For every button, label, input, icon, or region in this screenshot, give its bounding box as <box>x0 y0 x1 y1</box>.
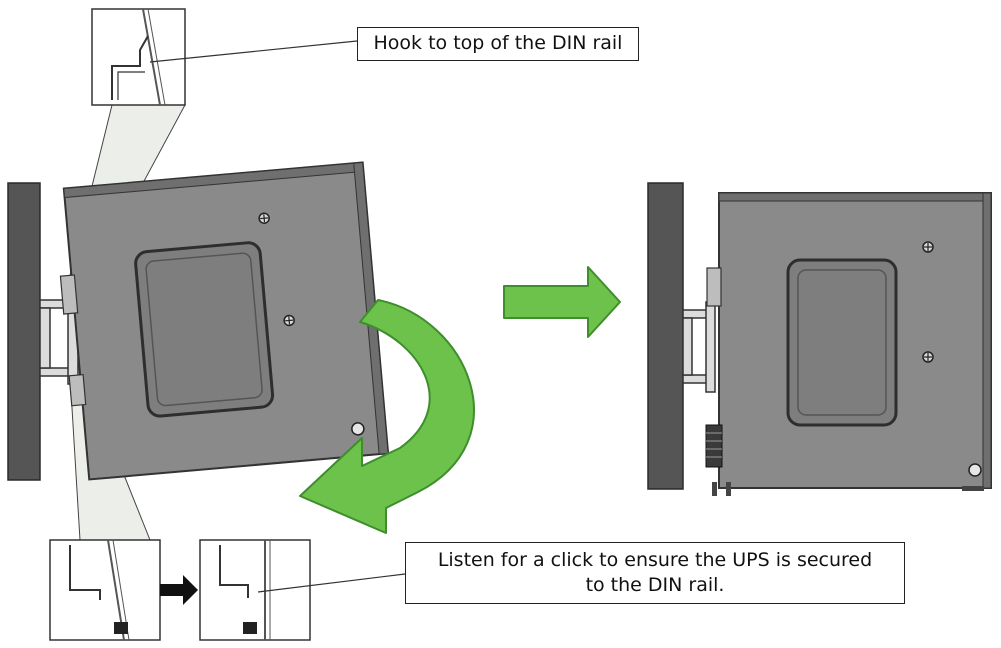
bottom-detail-inset-after <box>199 539 311 641</box>
mounted-ups-screw <box>922 241 934 253</box>
bottom-callout-text-line1: Listen for a click to ensure the UPS is … <box>437 549 873 571</box>
top-detail-inset <box>91 8 186 106</box>
right-mounting-wall <box>647 182 684 490</box>
mounted-ups-unit <box>705 192 992 496</box>
top-callout-box: Hook to top of the DIN rail <box>357 27 639 61</box>
bottom-callout-text-line2: to the DIN rail. <box>585 574 725 596</box>
tilted-ups-led <box>351 422 365 436</box>
tilted-ups-screw <box>283 314 295 327</box>
right-din-rail <box>682 301 716 393</box>
mounted-ups-window <box>786 258 898 427</box>
left-din-rail <box>39 291 79 385</box>
top-callout-leader <box>149 40 358 63</box>
mounted-ups-terminal-block <box>705 424 723 468</box>
bottom-callout-leader <box>257 573 406 593</box>
tilted-ups-screw <box>258 212 270 224</box>
black-arrow-icon <box>160 575 198 605</box>
left-mounting-wall <box>7 182 41 481</box>
bottom-callout-box: Listen for a click to ensure the UPS is … <box>405 542 905 604</box>
mounted-ups-led <box>968 463 982 477</box>
mounted-ups-screw <box>922 351 934 363</box>
tilted-ups-unit <box>59 161 390 481</box>
top-callout-text: Hook to top of the DIN rail <box>373 32 623 54</box>
bottom-detail-inset-before <box>49 539 161 641</box>
curved-rotation-arrow-icon <box>299 299 475 534</box>
straight-arrow-icon <box>503 266 621 338</box>
tilted-ups-window <box>134 241 275 418</box>
